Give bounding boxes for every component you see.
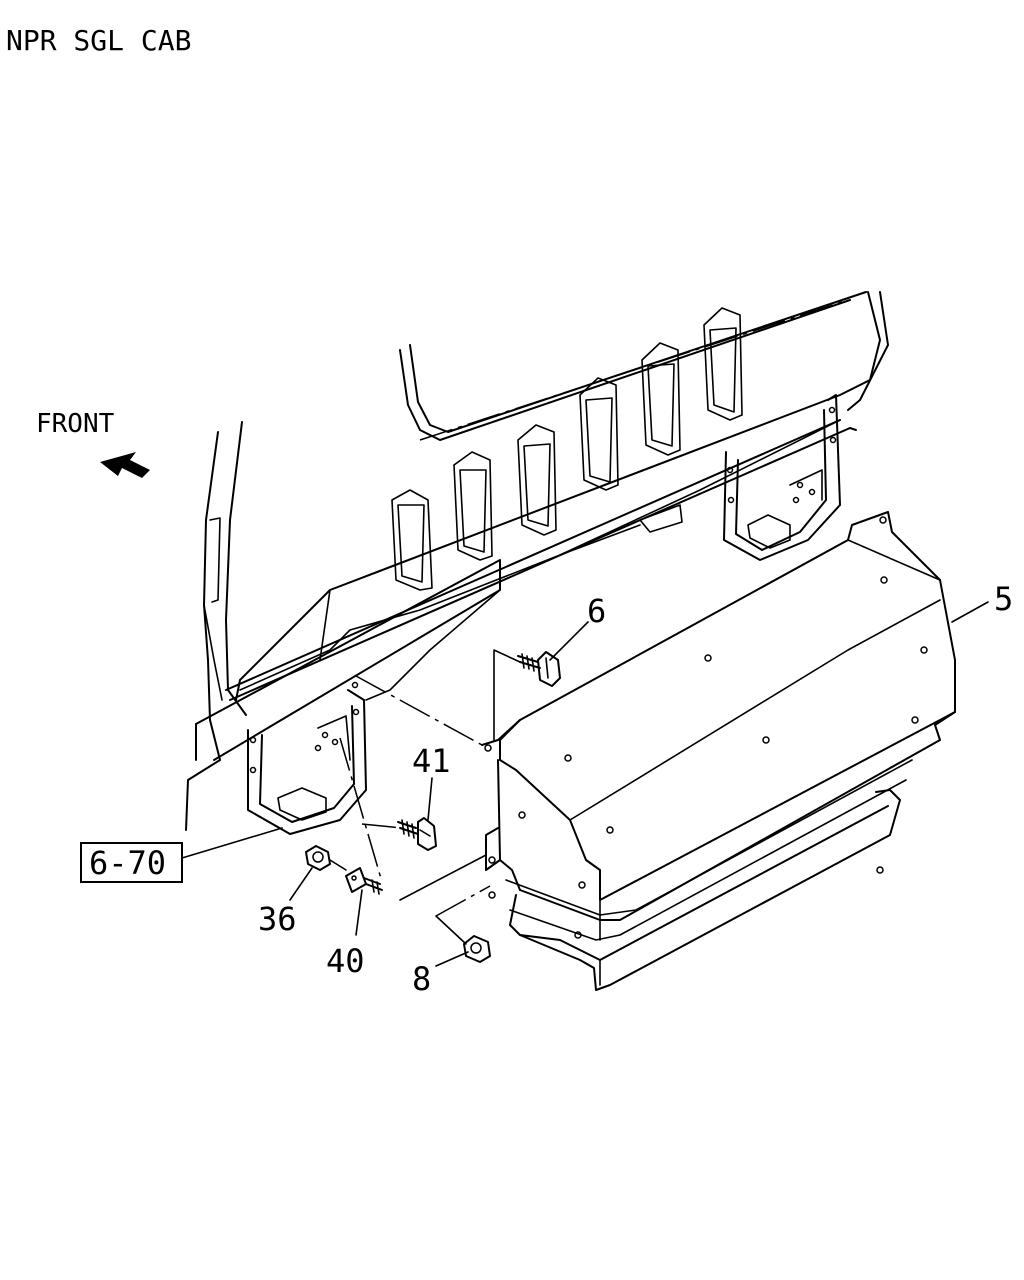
callout-bolt-side: 41 <box>412 742 451 780</box>
cab-body <box>185 291 889 831</box>
front-label: FRONT <box>36 409 115 439</box>
rear-bracket-right <box>559 394 841 561</box>
stud-bracket <box>345 867 383 895</box>
bolt-side <box>397 817 437 851</box>
callout-nut-bottom: 8 <box>412 960 431 998</box>
arrow-up-left-icon <box>100 452 150 478</box>
nut-small <box>305 845 331 871</box>
battery-cover <box>481 511 956 991</box>
callout-bolt-top: 6 <box>587 592 606 630</box>
assembly-lines <box>329 649 521 945</box>
leader-lines <box>181 601 989 967</box>
page-title: NPR SGL CAB <box>6 24 191 57</box>
nut-bottom <box>463 935 491 963</box>
bolt-top <box>517 651 561 687</box>
front-bracket-left <box>247 589 501 835</box>
callout-stud-bracket: 40 <box>326 942 365 980</box>
callout-reference[interactable]: 6-70 <box>89 844 166 882</box>
cab-wall-ribs <box>391 307 743 591</box>
reference-box[interactable] <box>80 842 183 883</box>
callout-nut-small: 36 <box>258 900 297 938</box>
callout-cover: 5 <box>994 580 1013 618</box>
